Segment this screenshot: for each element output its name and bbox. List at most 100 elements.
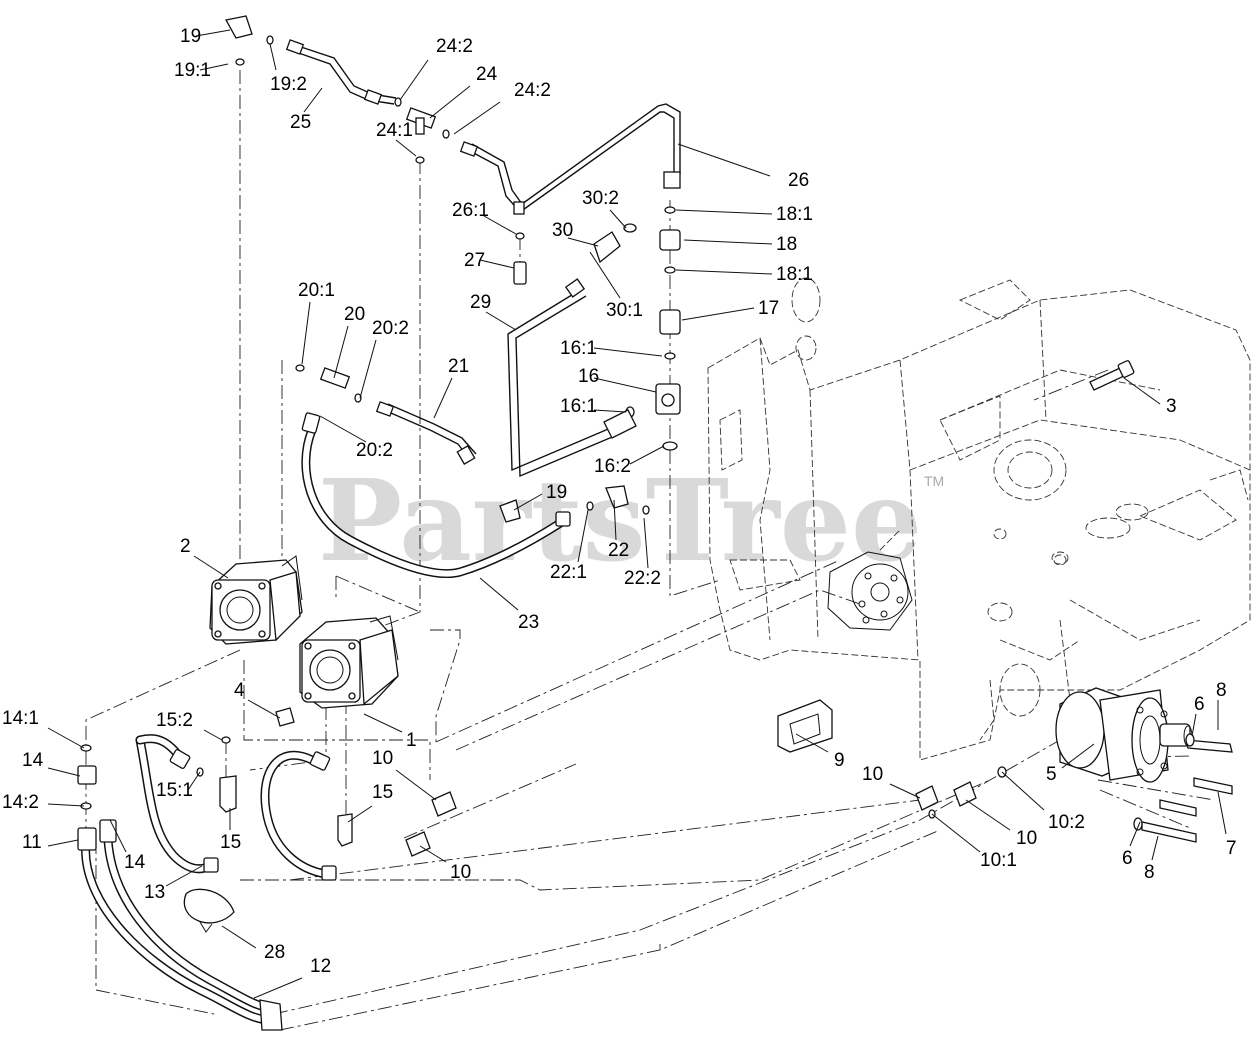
- callout-label: 22:2: [624, 568, 661, 589]
- leader-line-36: [47, 727, 85, 749]
- adapter-fittings: [405, 766, 1007, 857]
- assembly-centerlines: [85, 70, 1215, 1031]
- callout-label: 16:1: [560, 396, 597, 417]
- callout-label: 18:1: [776, 204, 813, 225]
- callout-label: 20:2: [356, 440, 393, 461]
- callout-label: 10:1: [980, 850, 1017, 871]
- callout-label: 11: [22, 832, 42, 853]
- leader-line-20: [333, 325, 349, 379]
- leader-line-23: [593, 347, 663, 357]
- chassis-frame-phantom: [707, 277, 1251, 761]
- leader-line-1: [199, 63, 229, 71]
- callout-label: 30:2: [582, 188, 619, 209]
- leader-line-42: [187, 771, 201, 791]
- callout-labels: 1919:119:22524:22424:224:12630:226:13018…: [2, 26, 1237, 977]
- leader-line-2: [269, 43, 277, 71]
- callout-label: 1: [406, 730, 417, 751]
- leader-line-30: [577, 509, 589, 563]
- callout-label: 19: [546, 482, 567, 503]
- leader-line-11: [567, 237, 599, 247]
- leader-line-15: [479, 259, 515, 269]
- leader-line-7: [395, 139, 417, 157]
- leader-lines: [47, 29, 1227, 999]
- hydraulic-tube-assembly-top: [224, 15, 681, 240]
- leader-line-19: [301, 301, 311, 365]
- callout-label: 12: [310, 956, 331, 977]
- leader-line-50: [1001, 771, 1045, 811]
- callout-label: 24:2: [436, 36, 473, 57]
- leader-line-27: [319, 415, 367, 443]
- callout-label: 7: [1226, 838, 1237, 859]
- leader-line-59: [165, 865, 203, 887]
- leader-line-41: [347, 805, 373, 823]
- callout-label: 5: [1046, 764, 1057, 785]
- callout-label: 19:1: [174, 60, 211, 81]
- tee-and-hose-assembly: [295, 364, 650, 578]
- callout-label: 8: [1144, 862, 1155, 883]
- callout-label: 19: [180, 26, 201, 47]
- leader-line-0: [195, 29, 231, 37]
- leader-line-31: [613, 499, 617, 541]
- callout-label: 14: [124, 852, 146, 873]
- callout-label: 20:1: [298, 280, 335, 301]
- callout-label: 15:1: [156, 780, 193, 801]
- leader-line-12: [675, 209, 773, 215]
- callout-label: 17: [758, 298, 779, 319]
- callout-label: 13: [144, 882, 165, 903]
- callout-label: 22:1: [550, 562, 587, 583]
- callout-label: 19:2: [270, 74, 307, 95]
- leader-line-34: [479, 577, 519, 611]
- leader-line-49: [889, 783, 921, 799]
- callout-label: 10: [1016, 828, 1037, 849]
- fitting-stack-right: [507, 206, 681, 478]
- callout-label: 26:1: [452, 200, 489, 221]
- leader-line-26: [1123, 377, 1161, 405]
- callout-label: 20: [344, 304, 365, 325]
- watermark-trademark: TM: [924, 473, 944, 489]
- bolt-3: [1089, 360, 1135, 391]
- callout-label: 16: [578, 366, 599, 387]
- wheel-motor-5: [777, 687, 1233, 843]
- leader-line-38: [363, 713, 403, 733]
- leader-line-58: [1151, 835, 1159, 861]
- leader-line-52: [47, 839, 79, 847]
- callout-label: 18:1: [776, 264, 813, 285]
- hydraulic-pump-2: [209, 555, 303, 645]
- callout-label: 9: [834, 750, 845, 771]
- callout-label: 14:2: [2, 792, 39, 813]
- leader-line-46: [1061, 743, 1095, 769]
- leader-line-14: [675, 269, 773, 275]
- callout-label: 16:1: [560, 338, 597, 359]
- callout-label: 4: [234, 680, 245, 701]
- callout-label: 24:1: [376, 120, 413, 141]
- leader-line-28: [629, 445, 665, 465]
- leader-line-24: [593, 377, 657, 393]
- leader-line-43: [47, 803, 85, 807]
- callout-label: 8: [1216, 680, 1227, 701]
- callout-label: 18: [776, 234, 797, 255]
- leader-line-3: [303, 87, 323, 113]
- leader-line-45: [795, 733, 829, 753]
- callout-label: 14:1: [2, 708, 39, 729]
- leader-line-5: [429, 85, 471, 119]
- frame-wheel-motor: [827, 551, 913, 631]
- callout-label: 28: [264, 942, 285, 963]
- hydraulic-pump-1: [275, 615, 399, 727]
- callout-label: 16:2: [594, 456, 631, 477]
- callout-label: 25: [290, 112, 311, 133]
- callout-label: 29: [470, 292, 491, 313]
- leader-line-40: [47, 767, 81, 777]
- callout-label: 6: [1194, 694, 1205, 715]
- callout-label: 30: [552, 220, 573, 241]
- callout-label: 30:1: [606, 300, 643, 321]
- callout-label: 24: [476, 64, 498, 85]
- leader-line-39: [395, 769, 437, 801]
- callout-label: 21: [448, 356, 469, 377]
- callout-label: 20:2: [372, 318, 409, 339]
- leader-line-61: [253, 977, 303, 999]
- leader-line-57: [1129, 821, 1141, 847]
- leader-line-60: [221, 925, 257, 949]
- callout-label: 10: [450, 862, 471, 883]
